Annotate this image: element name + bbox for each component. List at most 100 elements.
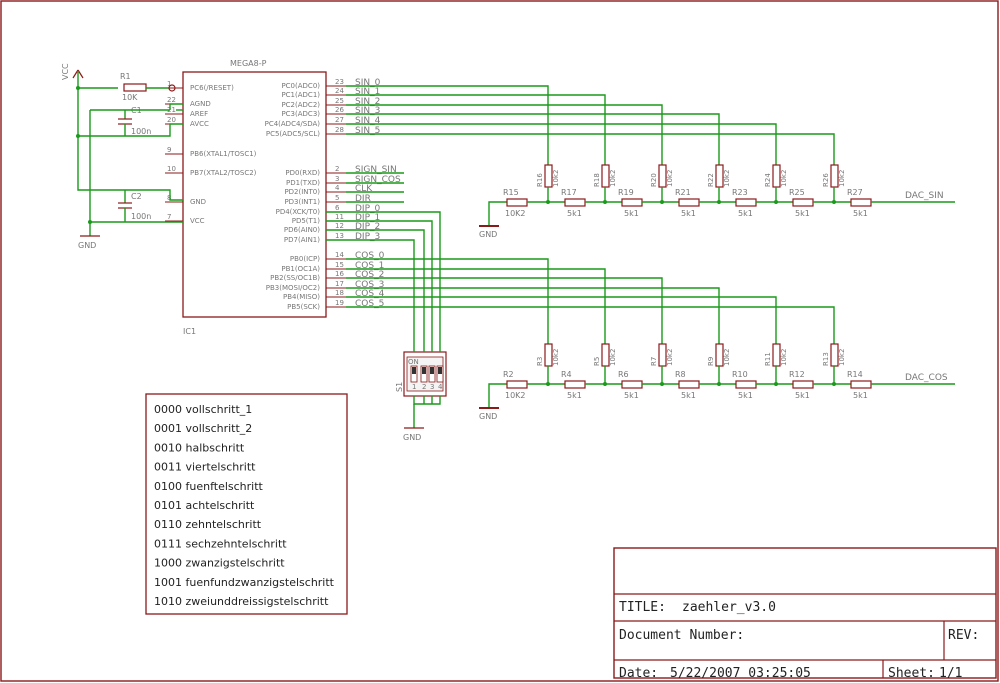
leg-resistor	[601, 343, 610, 367]
title-label: TITLE:	[619, 600, 666, 615]
net-label: COS_1	[355, 261, 384, 271]
leg-resistor	[830, 164, 839, 188]
net-label: SIN_4	[355, 116, 381, 126]
net-label: SIN_3	[355, 106, 380, 116]
series-resistor-value: 5k1	[853, 391, 868, 400]
leg-resistor	[830, 343, 839, 367]
mcu-left-pin-name: AREF	[190, 110, 208, 118]
leg-ref: R22	[707, 173, 715, 187]
series-resistor	[564, 198, 586, 207]
note-line: 0100 fuenftelschritt	[154, 480, 264, 493]
mcu-left-pin-name: PB7(XTAL2/TOSC2)	[190, 169, 257, 177]
series-resistor-value: 5k1	[681, 209, 696, 218]
bus-wire	[346, 133, 835, 165]
series-resistor-value: 5k1	[567, 391, 582, 400]
mcu-right-pin-name: PC0(ADC0)	[281, 82, 320, 90]
mcu-right-pin-number: 14	[335, 251, 344, 259]
leg-value: 10k2	[552, 170, 560, 187]
rev-label: REV:	[948, 628, 979, 643]
mcu-right-pin-name: PC5(ADC5/SCL)	[266, 130, 320, 138]
leg-resistor	[772, 164, 781, 188]
mcu-right-pin-name: PC1(ADC1)	[281, 91, 320, 99]
gnd-label-left: GND	[78, 241, 96, 250]
series-resistor-ref: R27	[847, 188, 863, 197]
series-resistor	[735, 380, 757, 389]
leg-ref: R5	[593, 357, 601, 366]
note-line: 0010 halbschritt	[154, 441, 245, 454]
mcu-right-pin-name: PB5(SCK)	[287, 303, 320, 311]
series-resistor-ref: R23	[732, 188, 748, 197]
net-label: COS_5	[355, 299, 384, 309]
mcu-right-pin-number: 17	[335, 280, 344, 288]
leg-ref: R7	[650, 357, 658, 366]
leg-value: 10k2	[609, 349, 617, 366]
series-resistor-ref: R14	[847, 370, 863, 379]
sheet-value: 1/1	[939, 666, 962, 681]
mcu-right-pin-number: 19	[335, 299, 344, 307]
c2-value: 100n	[131, 212, 151, 221]
net-label: DIP_1	[355, 213, 380, 223]
mcu-right-pin-number: 27	[335, 116, 344, 124]
leg-resistor	[544, 343, 553, 367]
net-label: DIP_2	[355, 222, 380, 232]
mcu-right-pin-number: 23	[335, 78, 344, 86]
bus-wire	[346, 287, 720, 344]
net-label: SIN_0	[355, 78, 381, 88]
mcu-left-pin-name: PC6(/RESET)	[190, 84, 234, 92]
first-resistor-value: 10K2	[505, 391, 526, 400]
bus-wire	[346, 104, 663, 165]
mcu-left-pin-number: 21	[167, 106, 176, 114]
net-label: SIGN_COS	[355, 175, 401, 185]
dip-key-number: 3	[430, 383, 434, 391]
r1-value: 10K	[122, 93, 138, 102]
notes-box	[145, 393, 348, 615]
mcu-left-pin-number: 7	[167, 213, 171, 221]
series-resistor	[678, 380, 700, 389]
net-label: SIN_5	[355, 126, 380, 136]
mcu-right-pin-number: 2	[335, 165, 339, 173]
leg-resistor	[715, 343, 724, 367]
dip-key-number: 2	[422, 383, 426, 391]
dac-output-label: DAC_SIN	[905, 191, 944, 201]
gnd-symbol-switch: GND	[403, 427, 424, 442]
dip-key-number: 1	[412, 383, 416, 391]
series-resistor-value: 5k1	[795, 209, 810, 218]
net-label: COS_2	[355, 270, 384, 280]
note-line: 0101 achtelschritt	[154, 499, 255, 512]
series-resistor	[621, 198, 643, 207]
mcu-left-pin-name: VCC	[190, 217, 205, 225]
mcu-right-pin-name: PB0(ICP)	[290, 255, 320, 263]
mcu-right-pin-number: 4	[335, 184, 340, 192]
mcu-right-pin-name: PD3(INT1)	[284, 198, 320, 206]
docnum-label: Document Number:	[619, 628, 744, 643]
mcu-right-pin-name: PD5(T1)	[292, 217, 321, 225]
mcu-left-pin-name: PB6(XTAL1/TOSC1)	[190, 150, 257, 158]
bus-wire	[346, 85, 549, 165]
gnd-label: GND	[479, 412, 497, 421]
dip-switch-on-label: ON	[408, 358, 419, 366]
title-value: zaehler_v3.0	[682, 600, 776, 615]
mcu-right-pin-name: PC3(ADC3)	[281, 110, 320, 118]
series-resistor	[792, 198, 814, 207]
series-resistor-value: 5k1	[681, 391, 696, 400]
mcu-right-pin-name: PD1(TXD)	[286, 179, 320, 187]
note-line: 1000 zwanzigstelschritt	[154, 557, 285, 570]
bus-wire	[346, 94, 606, 165]
series-resistor	[792, 380, 814, 389]
mcu-right-pin-number: 26	[335, 106, 344, 114]
mcu-left-pin-number: 9	[167, 146, 171, 154]
mcu-right-pin-number: 6	[335, 204, 340, 212]
leg-resistor	[715, 164, 724, 188]
leg-value: 10k2	[723, 349, 731, 366]
leg-value: 10k2	[552, 349, 560, 366]
mcu-right-pin-name: PD2(INT0)	[284, 188, 320, 196]
leg-value: 10k2	[666, 170, 674, 187]
c2-capacitor: C2 100n	[118, 190, 151, 222]
gnd-symbol-left: GND	[78, 235, 100, 250]
leg-ref: R26	[822, 173, 830, 187]
series-resistor-ref: R12	[789, 370, 805, 379]
